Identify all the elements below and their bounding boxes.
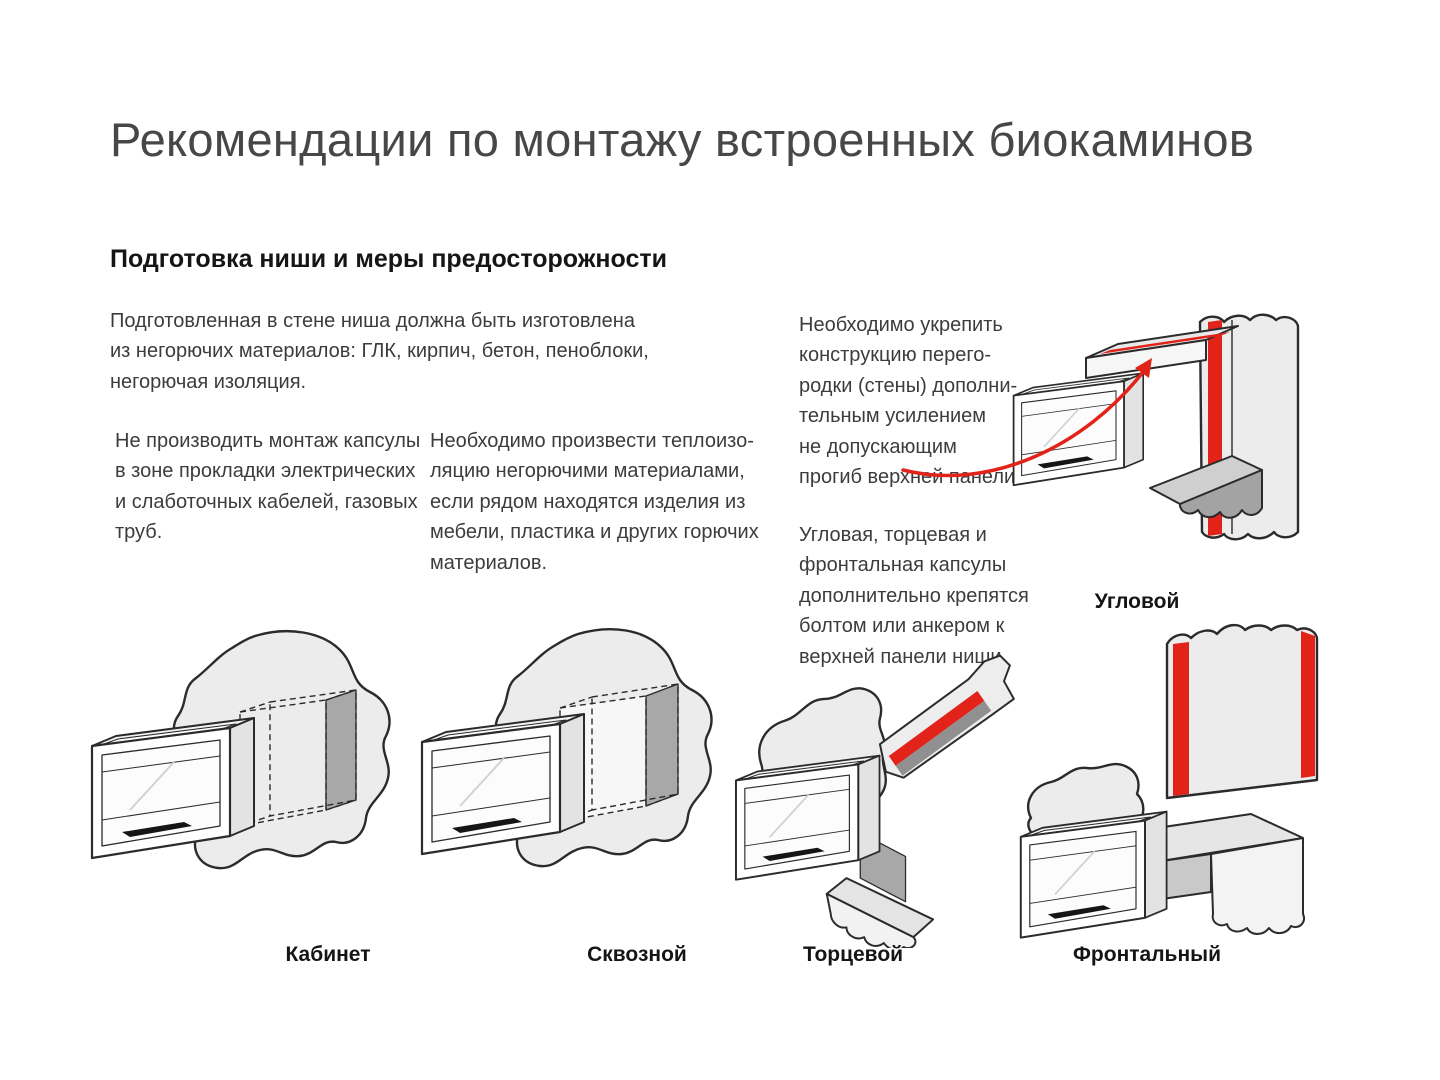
diagram-caption-cabinet: Кабинет [285,943,371,966]
through-illustration [420,628,713,868]
diagram-cabinet: Кабинет [90,622,410,967]
corner-fireplace [1012,372,1145,487]
section-heading: Подготовка ниши и меры предосторожности [110,245,667,273]
end-upper-panel [878,654,1015,779]
diagram-caption-end: Торцевой [802,943,904,966]
niche-side-panel [325,689,357,811]
diagram-end: Торцевой [730,628,1020,967]
diagram-frontal: Фронтальный [1015,622,1335,967]
corner-return-block [1149,455,1263,519]
frontal-wall-panel [1165,623,1319,800]
diagram-caption-corner: Угловой [1094,590,1180,613]
corner-illustration [1012,313,1300,541]
diagram-caption-frontal: Фронтальный [1072,943,1221,966]
opening-side-panel [645,683,679,807]
diagram-caption-through: Сквозной [587,943,687,966]
reinforcement-stripe-left [1173,642,1189,796]
page-title: Рекомендации по монтажу встроенных биока… [110,113,1255,166]
end-illustration [734,654,1015,948]
note-insulation: Необходимо произвести теплоизо- ляцию не… [430,430,759,574]
note-cables: Не производить монтаж капсулы в зоне про… [115,430,421,544]
note-fastening: Угловая, торцевая и фронтальная капсулы … [799,524,1029,668]
reinforcement-stripe-top [1100,332,1230,354]
frontal-fireplace [1019,810,1168,939]
diagram-corner: Угловой [1000,292,1330,614]
reinforcement-stripe-end [888,691,985,766]
note-materials: Подготовленная в стене ниша должна быть … [110,310,649,393]
reinforcement-stripe-right [1301,631,1315,778]
diagram-through: Сквозной [420,622,730,967]
cabinet-fireplace [90,716,256,860]
end-fireplace [734,754,881,881]
cabinet-illustration [90,630,391,870]
through-fireplace [420,712,586,856]
frontal-illustration [1019,623,1319,939]
